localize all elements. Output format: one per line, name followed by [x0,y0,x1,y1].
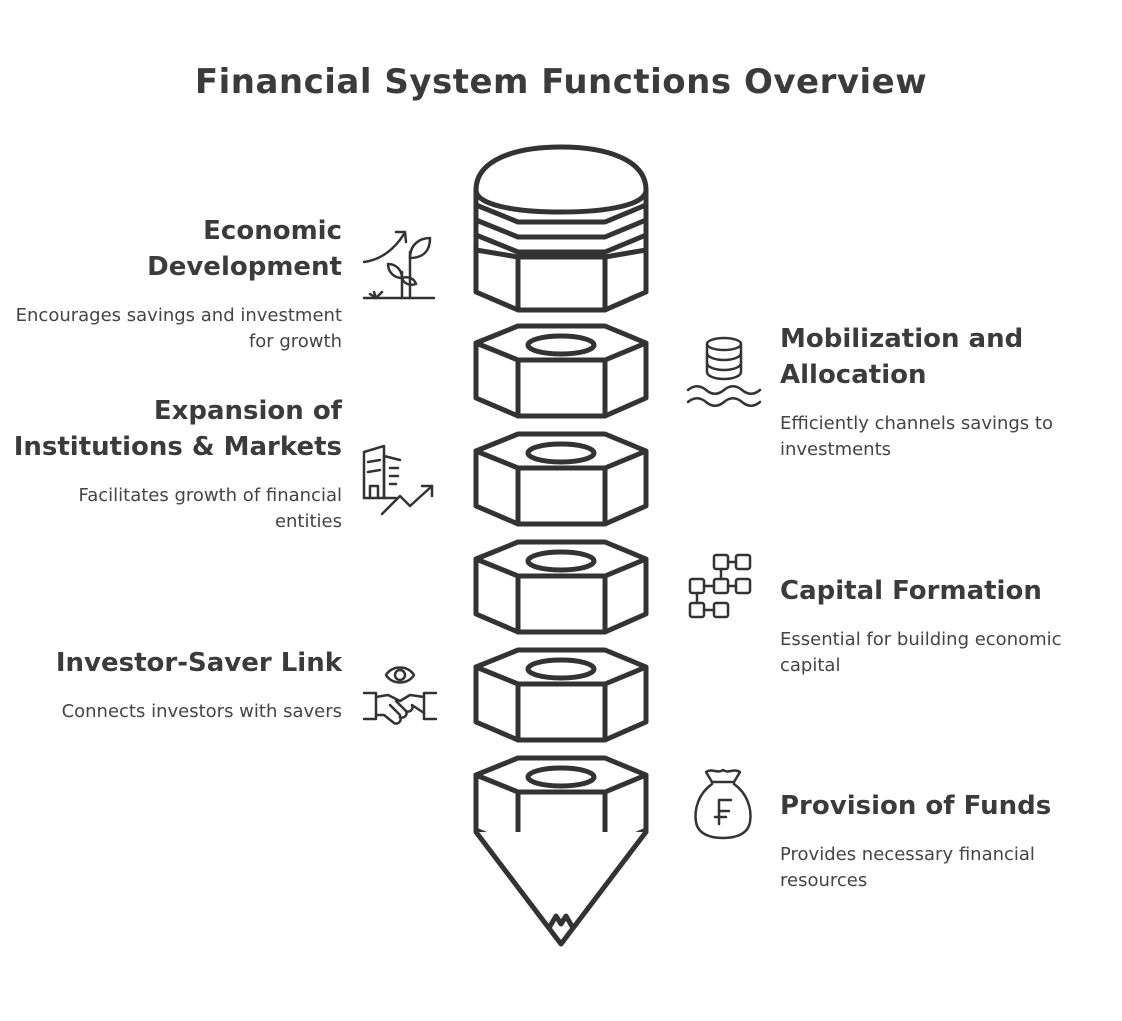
database-stream-icon [686,334,762,412]
item-mobilization-allocation: Mobilization and Allocation Efficiently … [780,321,1110,463]
item-heading: Economic Development [147,216,342,282]
item-description: Encourages savings and investment for gr… [15,305,342,352]
item-heading: Capital Formation [780,576,1042,606]
tower-nut-1 [473,323,649,419]
item-capital-formation: Capital Formation Essential for building… [780,573,1110,679]
item-heading: Investor-Saver Link [55,648,342,678]
item-expansion-institutions: Expansion of Institutions & Markets Faci… [12,393,342,535]
item-description: Facilitates growth of financial entities [78,485,343,532]
buildings-trend-icon [360,442,440,520]
handshake-eye-icon [360,655,440,733]
item-investor-saver-link: Investor-Saver Link Connects investors w… [12,645,342,725]
item-heading: Mobilization and Allocation [780,324,1024,390]
tower-tip [473,829,649,947]
tower-nut-2 [473,431,649,527]
item-provision-of-funds: Provision of Funds Provides necessary fi… [780,788,1110,894]
item-description: Essential for building economic capital [780,629,1062,676]
item-heading: Provision of Funds [780,791,1052,821]
item-heading: Expansion of Institutions & Markets [13,396,342,462]
plant-growth-icon [360,222,440,304]
tower-nut-4 [473,647,649,743]
page-title: Financial System Functions Overview [194,62,928,102]
item-description: Provides necessary financial resources [780,844,1035,891]
item-description: Connects investors with savers [61,701,342,722]
money-bag-icon [690,766,756,842]
tower-top-cap [473,144,649,313]
tower-nut-3 [473,539,649,635]
blocks-network-icon [686,551,762,627]
item-economic-development: Economic Development Encourages savings … [12,213,342,355]
item-description: Efficiently channels savings to investme… [780,413,1053,460]
